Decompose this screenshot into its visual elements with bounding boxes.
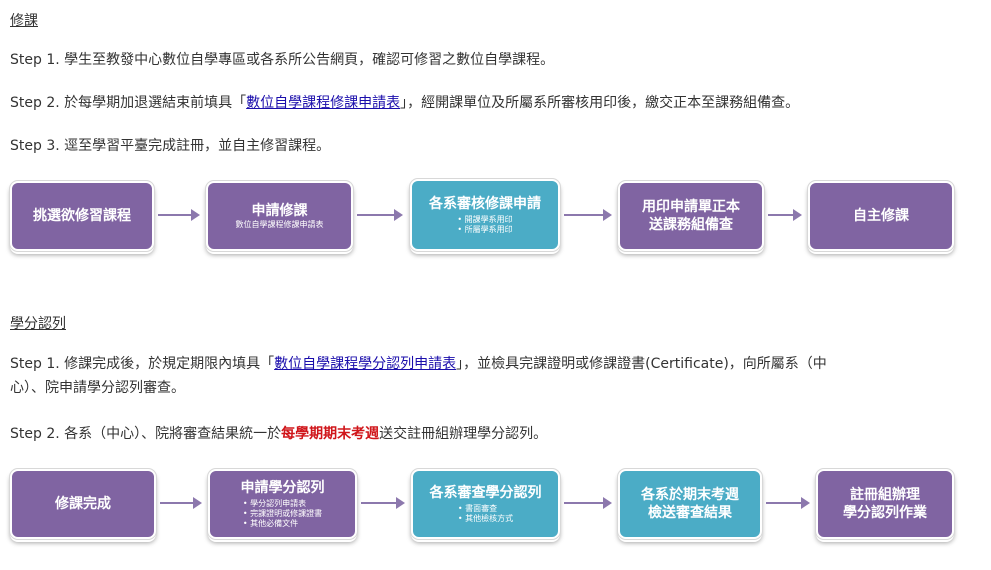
list-item: 其他檢核方式 [458, 514, 513, 524]
flow2-box-dept-review-credit-list: 書面審查 其他檢核方式 [458, 504, 513, 524]
credit-step-1-suffix: 」，並檢具完課證明或修課證書(Certificate)，向所屬系（中 [456, 356, 827, 372]
list-item: 所屬學系用印 [457, 225, 513, 235]
flow1-box-submit-original-title2: 送課務組備查 [649, 217, 733, 233]
flow1-arrow-4 [768, 209, 802, 221]
flow2-box-registrar-title: 註冊組辦理 [850, 487, 920, 503]
flow1-box-dept-review-list: 開課學系用印 所屬學系用印 [457, 215, 513, 235]
flow1-box-apply-course-sub: 數位自學課程修課申請表 [235, 220, 324, 229]
course-step-2-prefix: Step 2. 於每學期加退選結束前填具「 [10, 95, 247, 111]
flow2-box-registrar: 註冊組辦理 學分認列作業 [815, 468, 955, 540]
flow1-box-select-course: 挑選欲修習課程 [9, 180, 155, 252]
flow2-box-dept-review-credit-title: 各系審查學分認列 [429, 485, 542, 501]
finals-week-highlight: 每學期期末考週 [281, 426, 380, 442]
flow1-box-apply-course: 申請修課 數位自學課程修課申請表 [205, 180, 354, 252]
flow2-box-dept-review-credit: 各系審查學分認列 書面審查 其他檢核方式 [410, 468, 561, 540]
list-item: 完課證明或修課證書 [243, 509, 322, 519]
credit-step-2-prefix: Step 2. 各系（中心）、院將審查結果統一於 [10, 426, 282, 442]
flow2-box-course-complete-title: 修課完成 [55, 496, 111, 512]
section-heading-credit: 學分認列 [10, 316, 66, 332]
flow2-box-course-complete: 修課完成 [9, 468, 157, 540]
flow2-arrow-2 [361, 497, 405, 509]
credit-step-1: Step 1. 修課完成後，於規定期限內填具「數位自學課程學分認列申請表」，並檢… [10, 352, 827, 376]
credit-application-form-link[interactable]: 數位自學課程學分認列申請表 [274, 356, 457, 372]
course-application-form-link[interactable]: 數位自學課程修課申請表 [246, 95, 401, 111]
course-step-2-suffix: 」，經開課單位及所屬系所審核用印後，繳交正本至課務組備查。 [400, 95, 800, 111]
flow2-box-apply-credit-list: 學分認列申請表 完課證明或修課證書 其他必備文件 [243, 499, 322, 529]
flow1-box-apply-course-title: 申請修課 [251, 203, 308, 219]
flow1-arrow-2 [357, 209, 403, 221]
flow2-box-send-results-title2: 檢送審查結果 [648, 505, 732, 521]
flow2-box-apply-credit: 申請學分認列 學分認列申請表 完課證明或修課證書 其他必備文件 [207, 468, 358, 540]
flow2-box-send-results: 各系於期末考週 檢送審查結果 [617, 468, 763, 540]
flow2-arrow-1 [160, 497, 202, 509]
section-heading-course: 修課 [10, 13, 38, 29]
flow2-box-send-results-title: 各系於期末考週 [641, 487, 739, 503]
flow1-box-submit-original-title: 用印申請單正本 [642, 199, 740, 215]
course-step-1: Step 1. 學生至教發中心數位自學專區或各系所公告網頁，確認可修習之數位自學… [10, 52, 555, 68]
credit-step-1-prefix: Step 1. 修課完成後，於規定期限內填具「 [10, 356, 275, 372]
credit-step-1-line2: 心）、院申請學分認列審查。 [10, 380, 185, 396]
flow2-arrow-3 [564, 497, 612, 509]
flow1-box-submit-original: 用印申請單正本 送課務組備查 [617, 180, 765, 252]
flow1-box-dept-review-title: 各系審核修課申請 [429, 196, 541, 212]
list-item: 書面審查 [458, 504, 513, 514]
course-step-3: Step 3. 逕至學習平臺完成註冊，並自主修習課程。 [10, 138, 331, 154]
flow1-arrow-1 [158, 209, 200, 221]
flow1-box-select-course-title: 挑選欲修習課程 [33, 208, 131, 224]
flow2-box-apply-credit-title: 申請學分認列 [240, 480, 325, 496]
list-item: 開課學系用印 [457, 215, 513, 225]
flow1-box-dept-review: 各系審核修課申請 開課學系用印 所屬學系用印 [409, 178, 561, 252]
flow1-box-self-study: 自主修課 [807, 180, 955, 252]
flow1-arrow-3 [564, 209, 612, 221]
flow2-box-registrar-title2: 學分認列作業 [843, 505, 927, 521]
credit-step-2: Step 2. 各系（中心）、院將審查結果統一於每學期期末考週送交註冊組辦理學分… [10, 422, 547, 446]
list-item: 其他必備文件 [243, 519, 322, 529]
flow1-box-self-study-title: 自主修課 [853, 208, 909, 224]
course-step-2: Step 2. 於每學期加退選結束前填具「數位自學課程修課申請表」，經開課單位及… [10, 91, 799, 115]
flow2-arrow-4 [766, 497, 810, 509]
list-item: 學分認列申請表 [243, 499, 322, 509]
credit-step-2-suffix: 送交註冊組辦理學分認列。 [379, 426, 548, 442]
